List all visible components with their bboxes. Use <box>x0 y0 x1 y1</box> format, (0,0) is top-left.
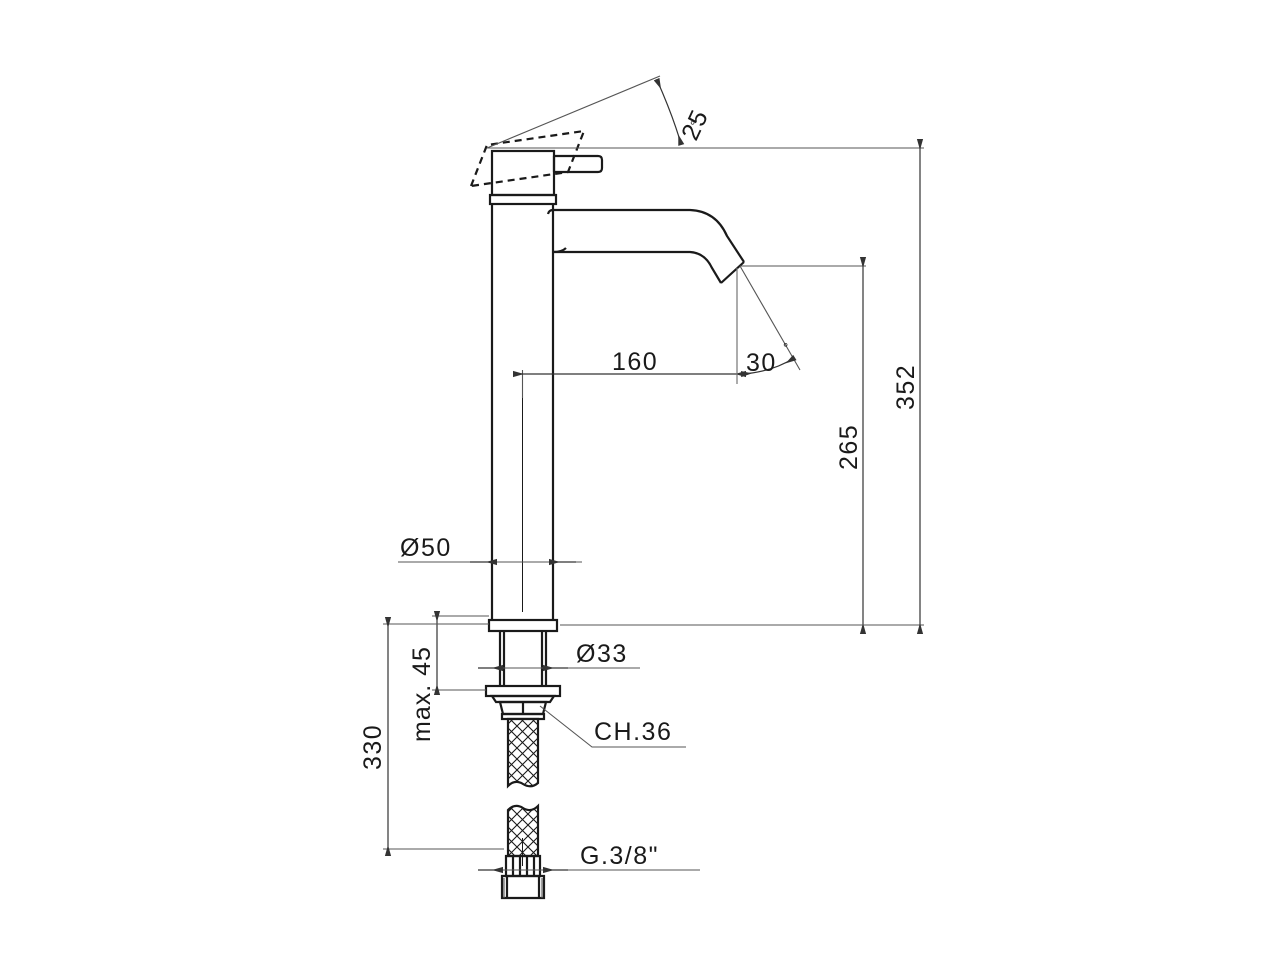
spout-outlet-face <box>720 261 745 284</box>
flex-hose-upper <box>506 717 540 789</box>
dim-label-330: 330 <box>359 724 387 770</box>
handle-collar <box>488 193 558 206</box>
spout-upper-profile <box>553 208 745 263</box>
degree-symbol-30: ° <box>783 340 788 355</box>
lever-arm <box>554 154 604 174</box>
ch36-leader-line <box>539 705 686 748</box>
dim-max-deck-thickness: max. 45 <box>408 611 489 742</box>
dim-label-30: 30 <box>746 349 777 377</box>
tip-angle-ref-slant <box>739 265 801 371</box>
angle-ref-line-tilted <box>486 75 661 149</box>
dim-handle-angle: 25 ° <box>486 75 920 149</box>
deck-washer <box>484 684 562 698</box>
callout-hex-size: CH.36 <box>539 705 686 748</box>
dim-label-25: 25 <box>676 105 714 145</box>
dim-label-dia33: Ø33 <box>576 640 628 668</box>
dim-label-max45: max. 45 <box>408 646 436 742</box>
dim-label-352: 352 <box>892 364 920 410</box>
spout-body-fillet <box>546 208 554 215</box>
dim-total-depth: 330 <box>359 617 504 856</box>
dim-label-ch36: CH.36 <box>594 718 672 746</box>
degree-symbol-25: ° <box>690 118 695 133</box>
handle-housing <box>490 149 556 197</box>
dim-spout-height: 265 <box>560 257 867 634</box>
angle-arc-25 <box>653 77 685 146</box>
dim-overall-height: 352 <box>487 139 924 634</box>
supply-connector-nut <box>500 874 546 900</box>
angle-arc-30 <box>740 354 797 378</box>
dim-label-g38: G.3/8" <box>580 842 659 870</box>
dim-body-diameter: Ø50 <box>398 534 582 566</box>
deck-washer-lower <box>489 694 557 704</box>
handle-tilted-ghost <box>469 129 586 188</box>
dim-shank-diameter: Ø33 <box>478 640 640 672</box>
flex-hose-lower <box>506 803 540 858</box>
dim-spout-reach: 160 <box>513 268 746 398</box>
dim-label-265: 265 <box>835 424 863 470</box>
dim-label-160: 160 <box>612 348 658 376</box>
dim-label-dia50: Ø50 <box>400 534 452 562</box>
body-base-flange <box>487 618 559 633</box>
faucet-outline <box>484 149 745 900</box>
callout-thread-size: G.3/8" <box>478 842 700 898</box>
spout-lower-profile-b <box>553 250 722 284</box>
dim-spout-tip-angle: 30 ° <box>736 265 801 384</box>
